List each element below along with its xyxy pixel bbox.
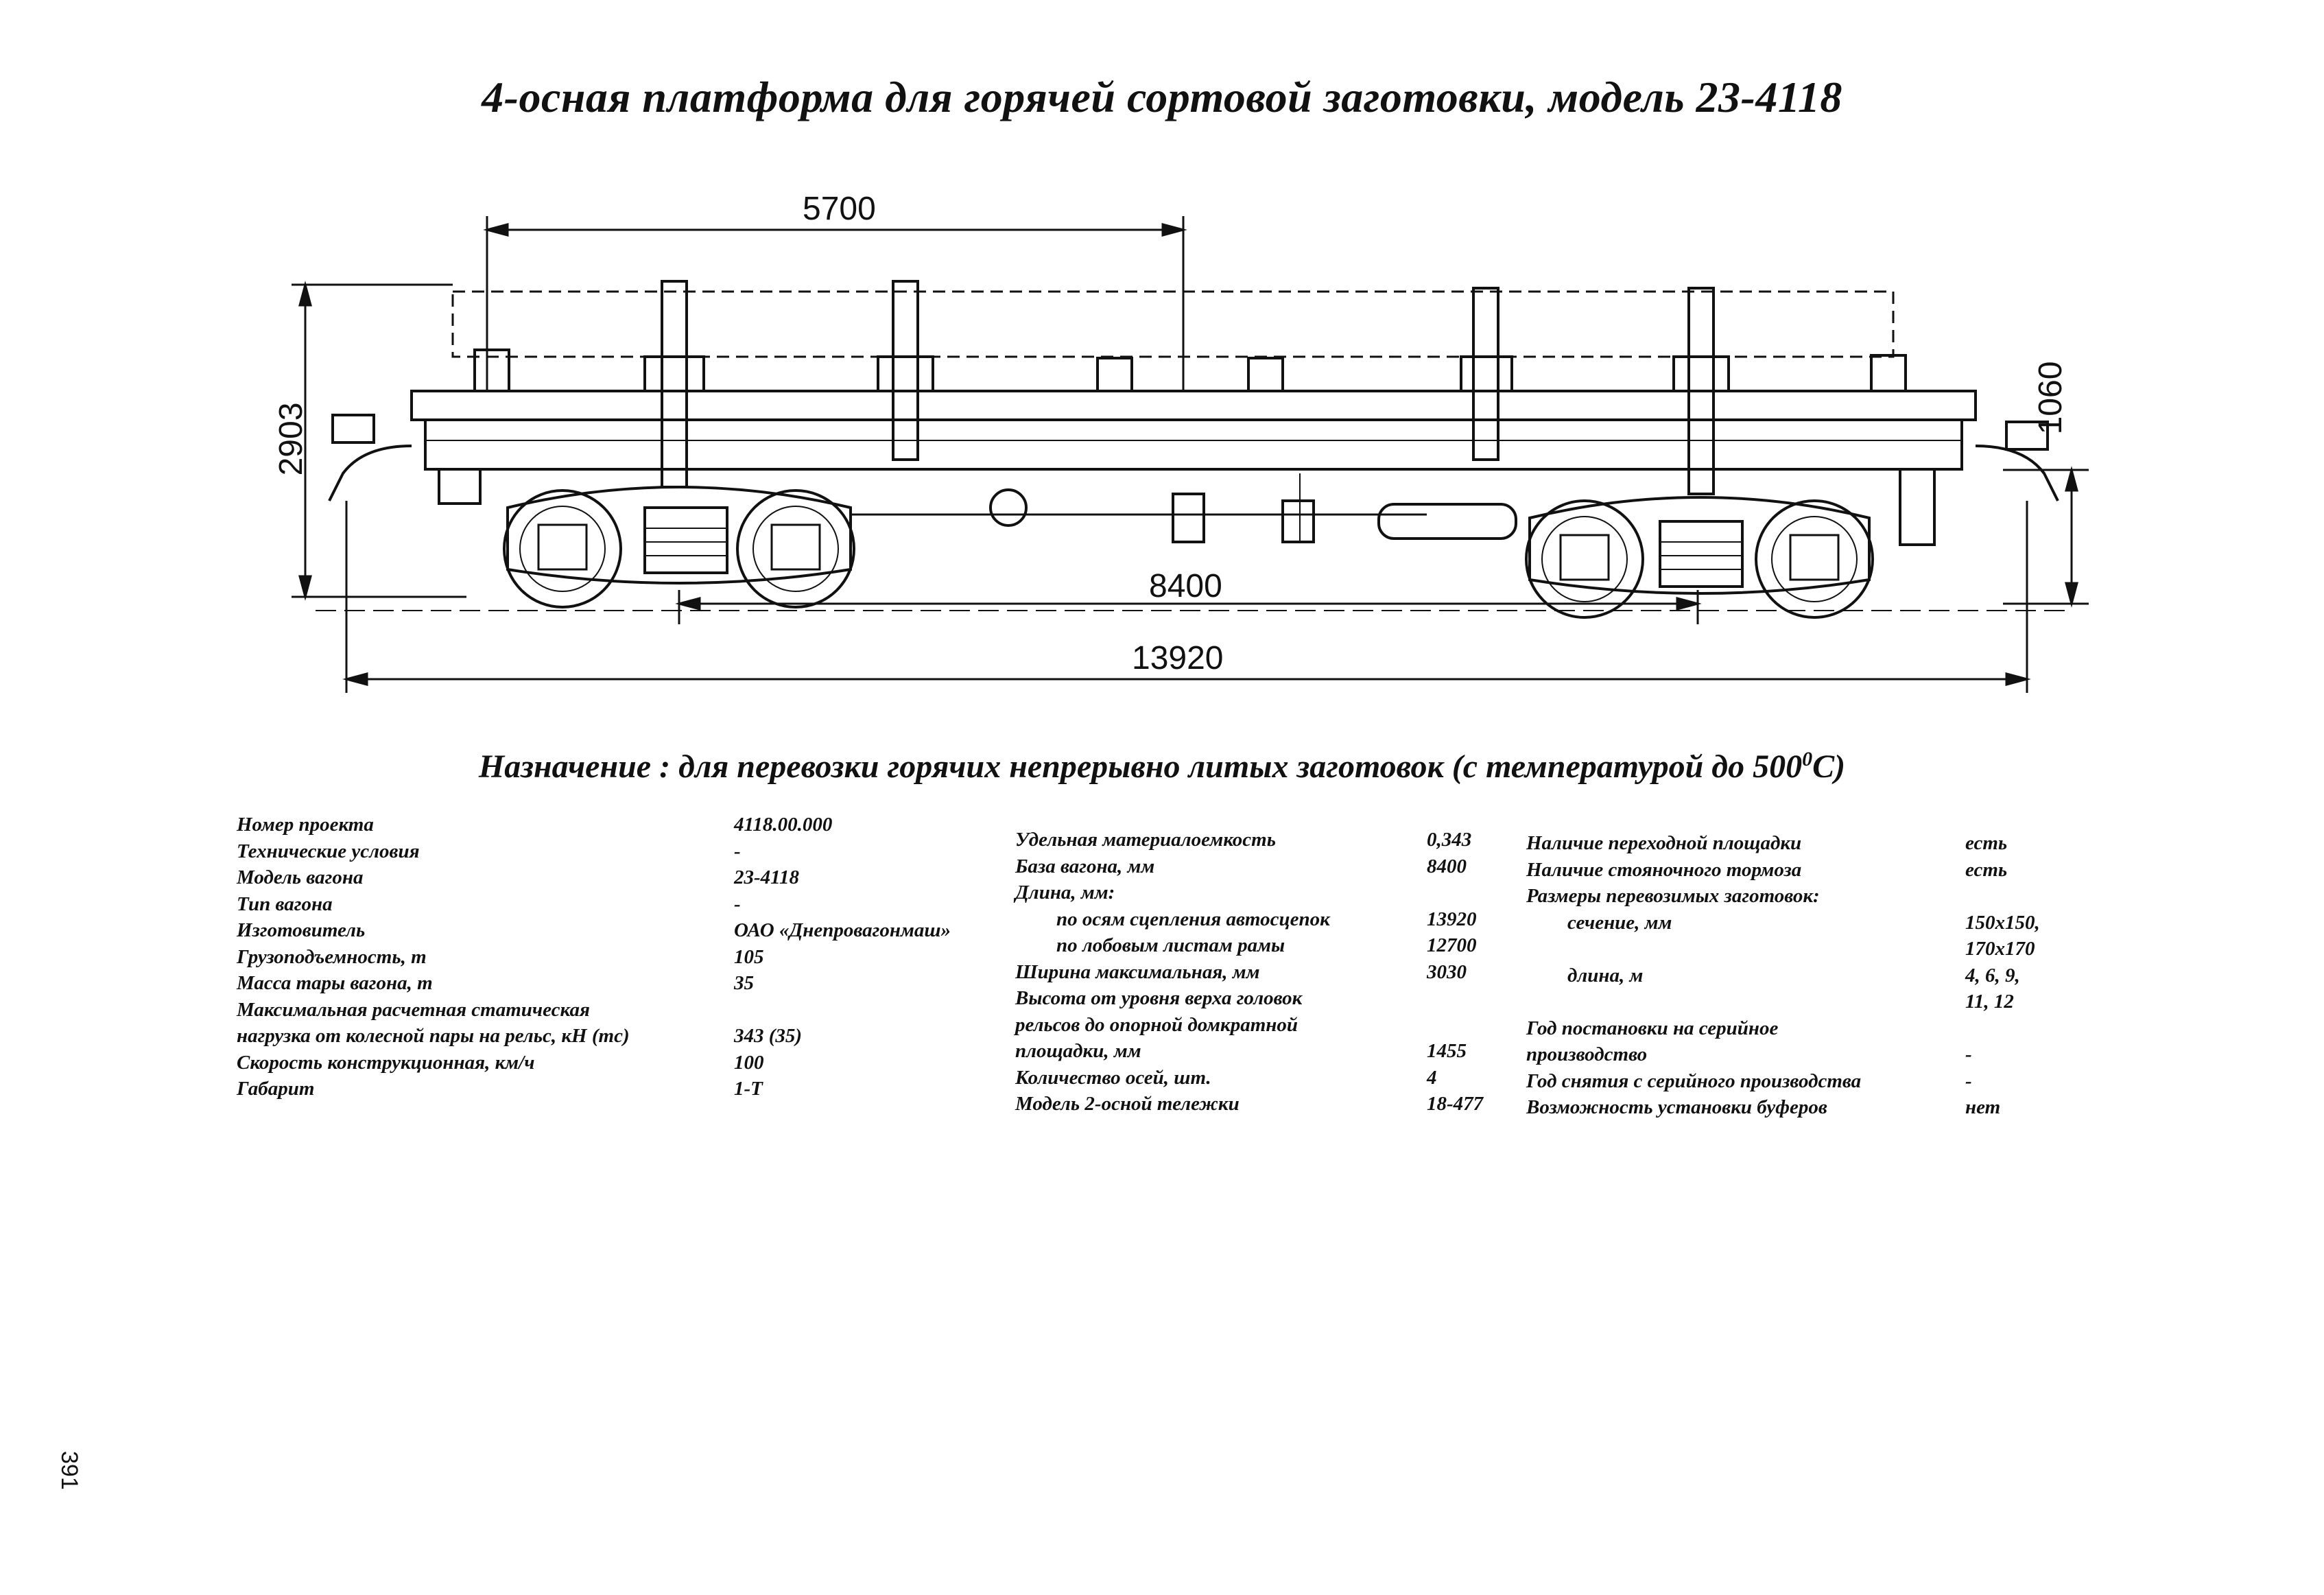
dim-13920: 13920 <box>1132 640 1223 676</box>
stanchions <box>473 280 1907 495</box>
spec-row: Размеры перевозимых заготовок: <box>1526 885 1820 907</box>
page-title: 4-осная платформа для горячей сортовой з… <box>482 73 1842 121</box>
spec-row: производство- <box>1526 1043 1972 1065</box>
dim-5700: 5700 <box>803 191 876 227</box>
frame-side <box>424 418 1963 471</box>
page-number: 391 <box>56 1451 82 1490</box>
spec-row: Длина, мм: <box>1015 882 1115 903</box>
spec-row: Год снятия с серийного производства- <box>1526 1070 1972 1092</box>
spec-row: Высота от уровня верха головок <box>1015 987 1303 1009</box>
purpose-tail: С) <box>1812 748 1846 785</box>
spec-row: Технические условия- <box>237 840 741 862</box>
spec-row: рельсов до опорной домкратной <box>1015 1013 1299 1036</box>
dim-8400: 8400 <box>1149 568 1222 604</box>
purpose-line: Назначение : для перевозки горячих непре… <box>0 748 2324 785</box>
spec-row: 170х170 <box>1965 938 2035 960</box>
frame-top <box>410 390 1977 421</box>
spec-row: Год постановки на серийное <box>1526 1017 1779 1039</box>
spec-row: Количество осей, шт.4 <box>1015 1066 1437 1089</box>
left-bogie <box>503 486 855 609</box>
couplers <box>328 414 2059 546</box>
spec-row: Тип вагона- <box>237 893 741 915</box>
spec-row: нагрузка от колесной пары на рельс, кН (… <box>237 1025 803 1047</box>
purpose-sup: 0 <box>1802 748 1813 770</box>
purpose-text: Назначение : для перевозки горячих непре… <box>478 748 1803 785</box>
spec-row: 11, 12 <box>1965 991 2014 1013</box>
brake-equipment <box>851 473 1517 543</box>
spec-row: Максимальная расчетная статическая <box>237 998 590 1021</box>
dim-1060: 1060 <box>2032 362 2069 435</box>
dim-2903: 2903 <box>273 403 309 476</box>
right-bogie <box>1525 496 1874 619</box>
wagon-drawing: 5700 2903 1060 8400 13920 <box>273 191 2089 693</box>
billet-load <box>451 290 1895 358</box>
